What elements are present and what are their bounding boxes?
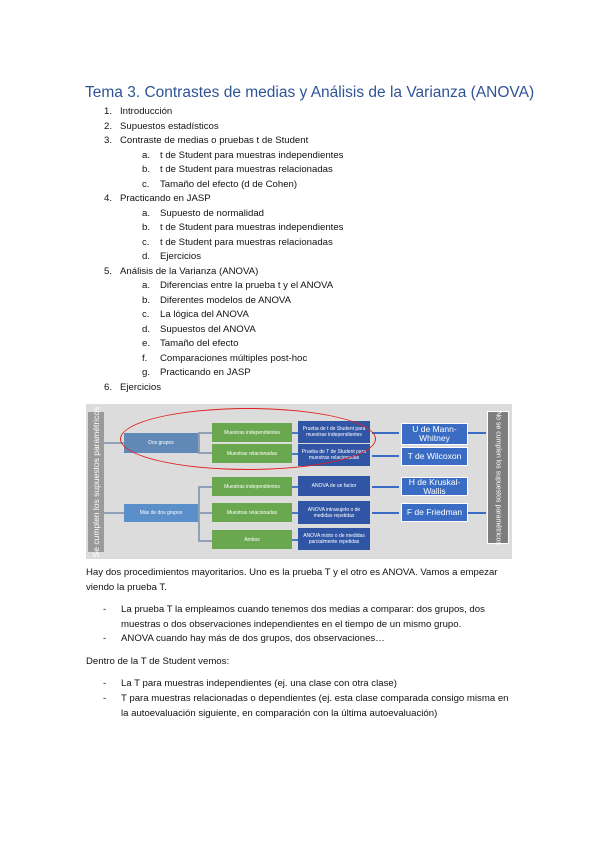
list-item: -T para muestras relacionadas o dependie… bbox=[103, 693, 509, 719]
toc-subitem: d.Supuestos del ANOVA bbox=[142, 324, 256, 335]
toc-subitem: c.Tamaño del efecto (d de Cohen) bbox=[142, 179, 298, 190]
arrow bbox=[372, 512, 399, 514]
toc-item: 1.Introducción bbox=[104, 106, 173, 117]
paragraph: Hay dos procedimientos mayoritarios. Uno… bbox=[86, 567, 498, 593]
sample-type-box: Ambos bbox=[212, 530, 292, 549]
sample-type-box: Muestras relacionadas bbox=[212, 503, 292, 522]
paragraph: Dentro de la T de Student vemos: bbox=[86, 656, 230, 667]
connector bbox=[104, 512, 124, 514]
toc-subitem: e.Tamaño del efecto bbox=[142, 338, 239, 349]
list-item: -ANOVA cuando hay más de dos grupos, dos… bbox=[103, 633, 385, 644]
nonparametric-test-box: T de Wilcoxon bbox=[401, 447, 468, 466]
arrow bbox=[292, 486, 298, 488]
test-box: ANOVA de un factor bbox=[298, 476, 370, 496]
test-box: ANOVA mixto o de medidas parcialmente re… bbox=[298, 528, 370, 550]
toc-subitem: a.Supuesto de normalidad bbox=[142, 208, 265, 219]
list-item: -La prueba T la empleamos cuando tenemos… bbox=[103, 604, 485, 630]
highlight-ellipse bbox=[120, 408, 376, 470]
arrow bbox=[468, 512, 486, 514]
toc-item: 5.Análisis de la Varianza (ANOVA) bbox=[104, 266, 259, 277]
toc-subitem: b.t de Student para muestras independien… bbox=[142, 222, 344, 233]
nonparametric-test-box: U de Mann-Whitney bbox=[401, 423, 468, 445]
nonparametric-test-box: F de Friedman bbox=[401, 503, 468, 522]
toc-subitem: a.t de Student para muestras independien… bbox=[142, 150, 344, 161]
connector bbox=[198, 486, 212, 488]
group-more-box: Más de dos grupos bbox=[124, 504, 198, 522]
arrow bbox=[468, 432, 486, 434]
toc-subitem: b.Diferentes modelos de ANOVA bbox=[142, 295, 291, 306]
toc-subitem: a.Diferencias entre la prueba t y el ANO… bbox=[142, 280, 334, 291]
toc-subitem: g.Practicando en JASP bbox=[142, 367, 251, 378]
list-item: -La T para muestras independientes (ej. … bbox=[103, 678, 397, 689]
arrow bbox=[292, 539, 298, 541]
toc-subitem: b.t de Student para muestras relacionada… bbox=[142, 164, 333, 175]
toc-item: 4.Practicando en JASP bbox=[104, 193, 211, 204]
arrow bbox=[372, 486, 399, 488]
connector bbox=[104, 442, 124, 444]
connector bbox=[198, 512, 212, 514]
toc-item: 3.Contraste de medias o pruebas t de Stu… bbox=[104, 135, 309, 146]
toc-subitem: c.La lógica del ANOVA bbox=[142, 309, 249, 320]
toc-item: 6.Ejercicios bbox=[104, 382, 162, 393]
toc-subitem: f.Comparaciones múltiples post-hoc bbox=[142, 353, 308, 364]
arrow bbox=[372, 455, 399, 457]
arrow bbox=[372, 432, 399, 434]
page-title: Tema 3. Contrastes de medias y Análisis … bbox=[85, 84, 535, 101]
nonparametric-test-box: H de Kruskal-Wallis bbox=[401, 477, 468, 496]
arrow bbox=[292, 512, 298, 514]
connector bbox=[198, 486, 200, 542]
toc-subitem: d.Ejercicios bbox=[142, 251, 202, 262]
parametric-label: Se cumplen los supuestos paramétricos bbox=[88, 407, 104, 557]
connector bbox=[198, 540, 212, 542]
nonparametric-label: No se cumplen los supuestos paramétricos bbox=[487, 411, 509, 544]
test-box: ANOVA intrasujeto o de medidas repetidas bbox=[298, 501, 370, 524]
sample-type-box: Muestras independientes bbox=[212, 477, 292, 496]
toc-subitem: c.t de Student para muestras relacionada… bbox=[142, 237, 333, 248]
toc-item: 2.Supuestos estadísticos bbox=[104, 121, 219, 132]
